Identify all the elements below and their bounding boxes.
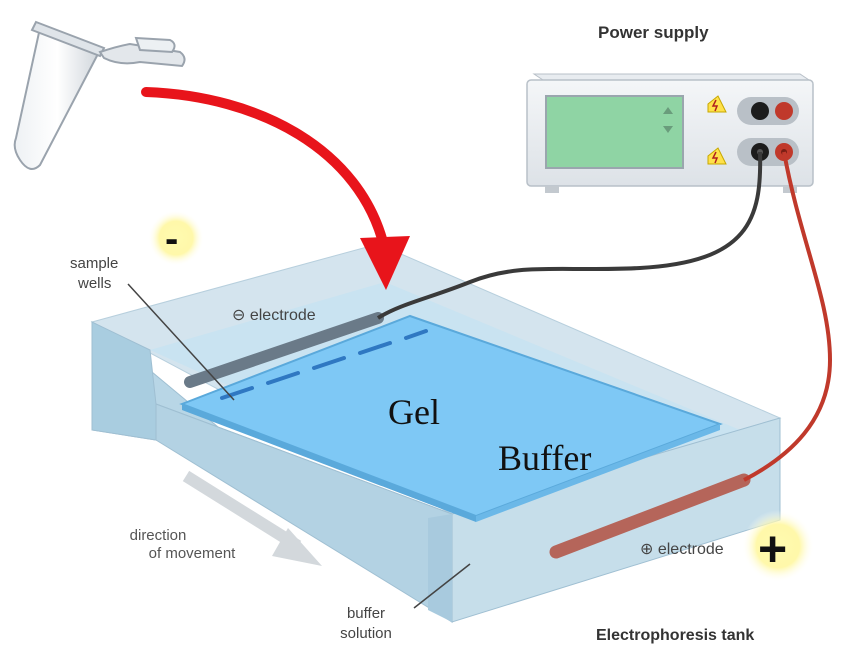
buffer-solution-pointer <box>413 563 471 609</box>
sample-wells-label-line2: wells <box>77 275 111 292</box>
negative-electrode <box>184 312 384 388</box>
power-supply-label: Power supply <box>598 23 709 42</box>
sample-wells-pointer <box>127 283 235 401</box>
electrophoresis-tank-label: Electrophoresis tank <box>596 627 754 644</box>
plus-sign: + <box>758 521 787 577</box>
positive-wire <box>743 151 833 482</box>
lightning-icon <box>707 95 727 113</box>
direction-label-line1: direction <box>130 527 187 544</box>
buffer-solution-label-line1: buffer <box>347 605 385 622</box>
power-supply-screen <box>545 95 684 169</box>
sample-wells-label-line1: sample <box>70 255 118 272</box>
direction-label-line2: of movement <box>149 545 237 562</box>
power-supply <box>526 73 814 193</box>
negative-electrode-label: ⊖ electrode <box>232 307 316 324</box>
lightning-icon <box>707 147 727 165</box>
curved-arrow-icon <box>141 87 410 290</box>
direction-arrow-icon <box>182 470 322 566</box>
gel-label: Gel <box>388 392 440 432</box>
buffer-solution-label-line2: solution <box>340 625 392 642</box>
buffer-label: Buffer <box>498 438 591 478</box>
minus-sign: - <box>165 217 178 261</box>
negative-wire <box>376 151 763 320</box>
plus-highlight <box>742 510 814 582</box>
minus-highlight <box>148 210 204 266</box>
terminal-panel <box>737 97 799 166</box>
positive-electrode <box>549 473 751 559</box>
sample-wells <box>220 329 428 400</box>
positive-electrode-label: ⊕ electrode <box>640 541 724 558</box>
microtube-icon <box>13 20 186 170</box>
